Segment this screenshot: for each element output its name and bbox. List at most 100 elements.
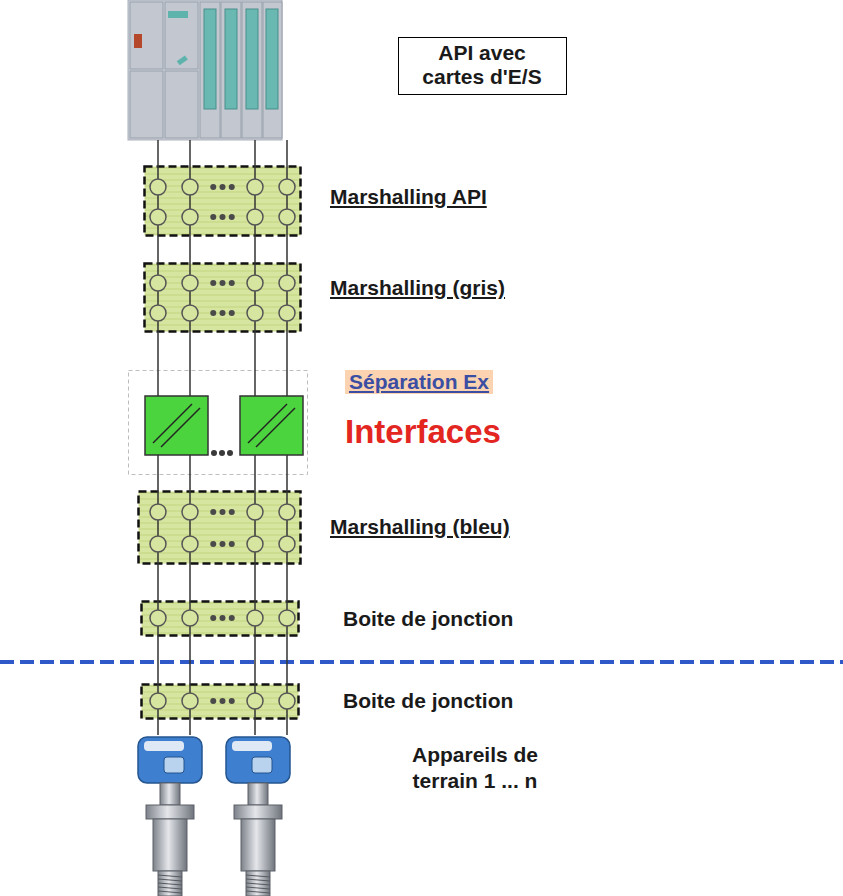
wire <box>157 490 159 565</box>
device-window <box>164 757 184 773</box>
thread-line <box>158 887 182 889</box>
continuation-dot <box>210 698 216 704</box>
wire-bundle <box>158 475 287 490</box>
terminal <box>150 305 166 321</box>
plc-label-box: API avec cartes d'E/S <box>398 37 567 95</box>
continuation-dot <box>220 280 226 286</box>
wire <box>286 455 288 475</box>
isolator-symbol <box>145 396 208 455</box>
plc-module <box>165 71 198 138</box>
marshalling-strip: Marshalling (bleu) <box>137 490 302 565</box>
continuation-dot <box>229 541 235 547</box>
zone-boundary <box>0 660 843 664</box>
device-body <box>153 819 187 871</box>
terminal <box>247 275 263 291</box>
wire <box>286 490 288 565</box>
device-cover <box>144 741 184 751</box>
wire <box>157 370 159 396</box>
wire <box>286 165 288 237</box>
continuation-dot <box>210 280 216 286</box>
plc-rack <box>128 0 282 140</box>
wire-bundle <box>158 637 287 683</box>
wire <box>286 262 288 333</box>
device-housing <box>138 737 202 783</box>
plc-card-front <box>204 9 216 109</box>
terminal <box>279 305 295 321</box>
terminal <box>150 536 166 552</box>
wire <box>189 165 191 237</box>
strip-body <box>142 602 299 636</box>
terminal <box>279 275 295 291</box>
terminal <box>182 693 198 709</box>
continuation-dot <box>229 509 235 515</box>
terminal-strip <box>143 262 302 333</box>
plc-module <box>130 71 163 138</box>
terminal <box>279 610 295 626</box>
device-flange <box>146 805 194 819</box>
ex-zone-outline <box>129 371 308 475</box>
terminal <box>182 275 198 291</box>
thread-line <box>246 875 270 877</box>
plc-io-card <box>200 2 220 138</box>
wire-bundle <box>158 237 287 262</box>
plc-io-card <box>242 2 262 138</box>
continuation-dot <box>210 214 216 220</box>
wire <box>254 490 256 565</box>
device-body <box>241 819 275 871</box>
terminal <box>182 504 198 520</box>
strip-body <box>145 167 301 236</box>
plc-card-front <box>225 9 237 109</box>
continuation-dot <box>220 509 226 515</box>
isolator-slash <box>153 404 192 443</box>
terminal <box>279 504 295 520</box>
continuation-dot <box>220 214 226 220</box>
plc-card-front <box>246 9 258 109</box>
continuation-dot <box>210 541 216 547</box>
ex-separation-label: Séparation Ex <box>345 370 493 394</box>
wire <box>254 140 256 165</box>
terminal-strip <box>140 683 300 720</box>
plc-led <box>134 34 142 48</box>
device-cover <box>232 741 272 751</box>
terminal <box>247 693 263 709</box>
wire <box>189 490 191 565</box>
continuation-dot <box>219 450 225 456</box>
wire <box>286 370 288 396</box>
wire <box>189 370 191 396</box>
marshalling-strip: Marshalling API <box>143 165 302 237</box>
continuation-dot <box>229 280 235 286</box>
terminal <box>182 179 198 195</box>
wire-bundle <box>158 565 287 600</box>
continuation-dot <box>229 310 235 316</box>
terminal <box>182 610 198 626</box>
field-devices <box>128 735 328 896</box>
continuation-dot <box>220 310 226 316</box>
wire <box>189 140 191 165</box>
terminal <box>182 536 198 552</box>
strip-body <box>142 685 299 719</box>
thread-line <box>158 891 182 893</box>
wire <box>254 165 256 237</box>
device-flange <box>234 805 282 819</box>
continuation-dot <box>210 615 216 621</box>
isolator-slash <box>248 404 287 443</box>
continuation-dot <box>229 184 235 190</box>
thread-line <box>158 879 182 881</box>
terminal <box>247 209 263 225</box>
continuation-dot <box>210 310 216 316</box>
terminal <box>279 693 295 709</box>
continuation-dot <box>210 184 216 190</box>
plc-io-card <box>263 2 282 138</box>
wire <box>254 262 256 333</box>
thread-line <box>158 875 182 877</box>
terminal <box>150 504 166 520</box>
wire <box>189 262 191 333</box>
thread-line <box>246 879 270 881</box>
wire <box>254 455 256 475</box>
isolator-symbol <box>240 396 303 455</box>
continuation-dot <box>220 615 226 621</box>
field-device-group: Appareils de terrain 1 ... n <box>128 735 328 896</box>
terminal <box>182 209 198 225</box>
continuation-dot <box>220 541 226 547</box>
